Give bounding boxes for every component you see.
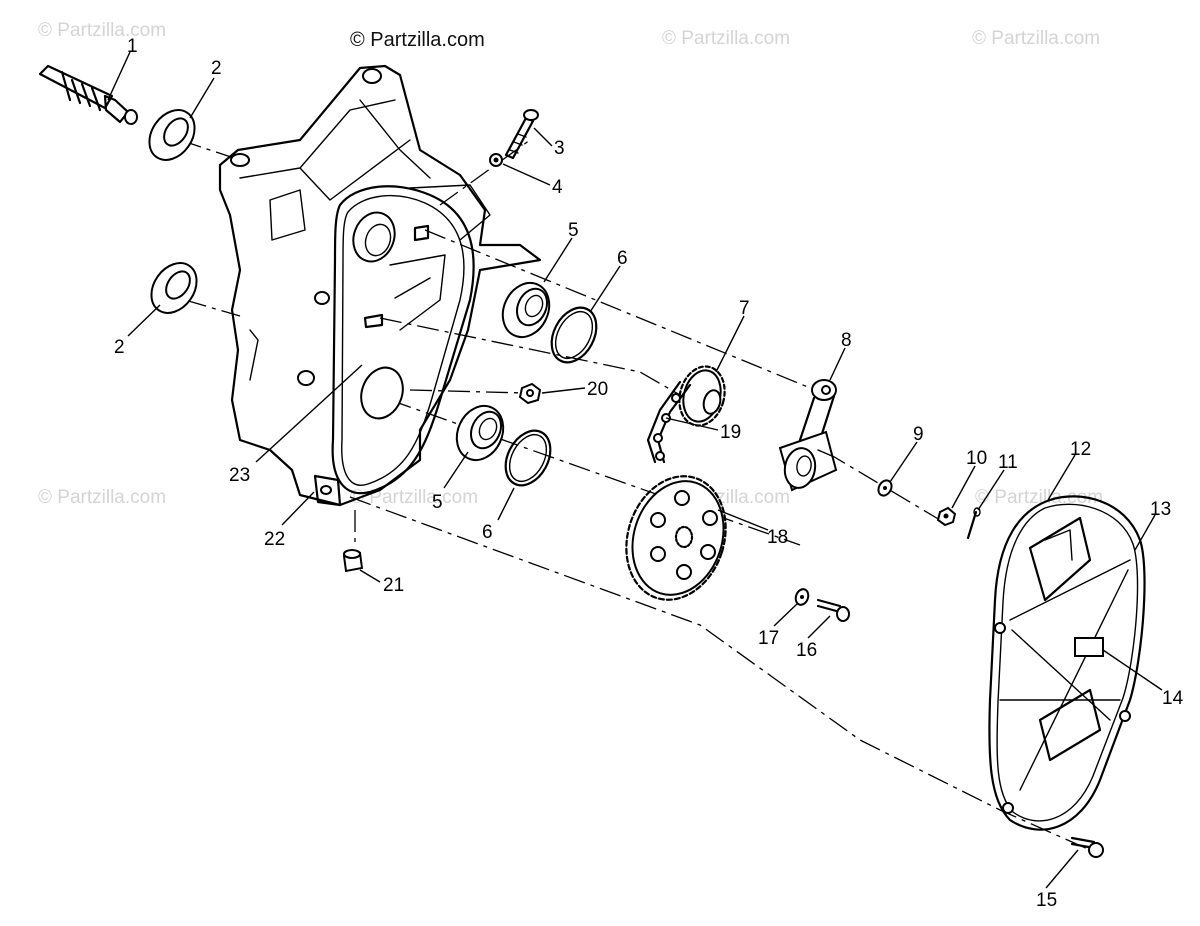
callout-20: 20 xyxy=(587,379,608,400)
part-3-bolt xyxy=(504,109,539,160)
part-16-bolt xyxy=(816,598,850,622)
part-15-bolt xyxy=(1070,836,1104,858)
part-5-bearing-upper xyxy=(501,281,551,339)
callout-13: 13 xyxy=(1150,499,1171,520)
callout-23: 23 xyxy=(229,465,250,486)
callout-labels: 1 2 2 3 4 5 6 7 8 9 10 11 12 13 14 15 16… xyxy=(114,36,1184,911)
callout-4: 4 xyxy=(552,177,563,198)
callout-16: 16 xyxy=(796,640,817,661)
part-17-washer xyxy=(794,588,810,606)
callout-22: 22 xyxy=(264,529,285,550)
callout-3: 3 xyxy=(554,138,565,159)
callout-2-upper: 2 xyxy=(211,58,222,79)
part-4-nut xyxy=(489,153,503,167)
callout-15: 15 xyxy=(1036,890,1057,911)
callout-10: 10 xyxy=(966,448,987,469)
part-2-seal-lower xyxy=(150,262,198,314)
callout-12: 12 xyxy=(1070,439,1091,460)
part-2-seal-upper xyxy=(148,109,196,161)
part-20-nut xyxy=(518,382,542,405)
part-22-chaincase-housing xyxy=(218,64,542,507)
part-13-chaincase-cover xyxy=(988,495,1146,831)
watermark-mid-center-left: © Partzilla.com xyxy=(350,487,478,508)
callout-21: 21 xyxy=(383,575,404,596)
watermark-main: © Partzilla.com xyxy=(350,29,485,51)
callout-6-upper: 6 xyxy=(617,248,628,269)
watermark-top-center: © Partzilla.com xyxy=(662,28,790,49)
watermark-top-left: © Partzilla.com xyxy=(38,20,166,41)
watermark-mid-right: © Partzilla.com xyxy=(975,487,1103,508)
part-21-drain-plug xyxy=(342,549,364,573)
part-6-o-ring-lower xyxy=(504,429,552,487)
part-18-driven-sprocket xyxy=(625,475,727,601)
callout-9: 9 xyxy=(913,424,924,445)
part-8-chain-tensioner xyxy=(778,379,838,492)
part-6-o-ring-upper xyxy=(550,306,598,364)
callout-6-lower: 6 xyxy=(482,522,493,543)
callout-8: 8 xyxy=(841,330,852,351)
callout-2-lower: 2 xyxy=(114,337,125,358)
callout-18: 18 xyxy=(767,527,788,548)
callout-19: 19 xyxy=(720,422,741,443)
part-10-nut xyxy=(936,506,957,527)
watermark-top-right: © Partzilla.com xyxy=(972,28,1100,49)
callout-5-lower: 5 xyxy=(432,492,443,513)
part-5-bearing-lower xyxy=(455,404,505,462)
part-9-washer xyxy=(877,479,893,497)
leader-lines xyxy=(107,51,1163,889)
callout-7: 7 xyxy=(739,298,750,319)
watermark-mid-left: © Partzilla.com xyxy=(38,487,166,508)
part-1-drive-shaft xyxy=(38,64,138,125)
part-11-cotter-pin xyxy=(966,507,981,540)
callout-1: 1 xyxy=(127,36,138,57)
callout-5-upper: 5 xyxy=(568,220,579,241)
callout-11: 11 xyxy=(998,452,1018,473)
callout-14: 14 xyxy=(1162,688,1184,709)
callout-17: 17 xyxy=(758,628,779,649)
part-19-drive-chain xyxy=(646,380,692,464)
